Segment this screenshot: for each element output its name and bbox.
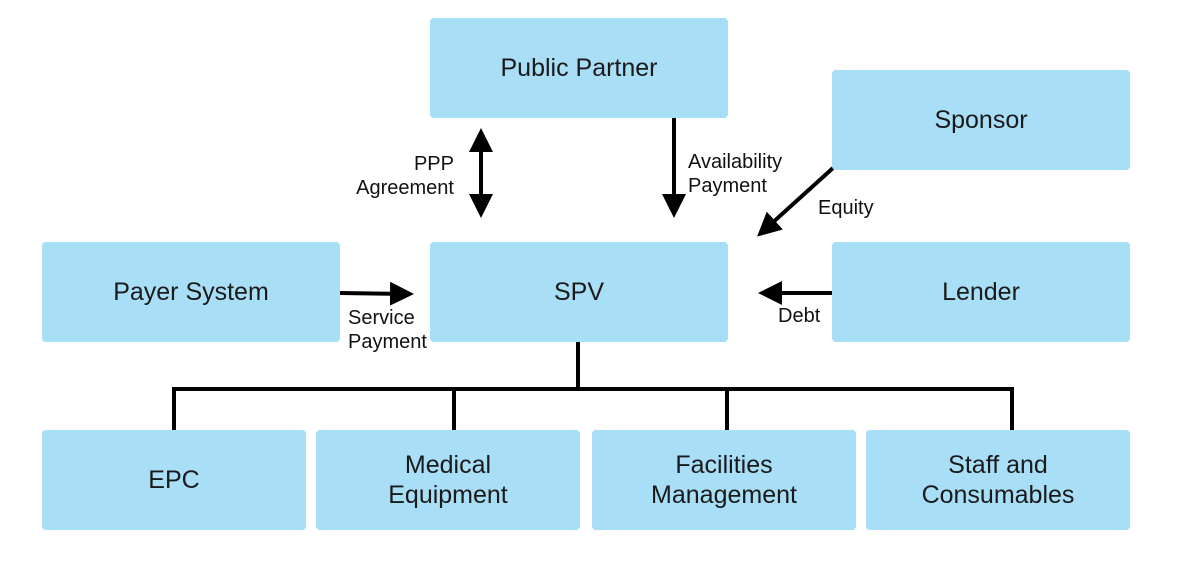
label-line: Payment [688, 175, 767, 197]
node-label-line: Consumables [921, 481, 1075, 509]
subcontractor-tree [172, 342, 1014, 431]
label-line: PPP [413, 153, 454, 175]
node-lender: Lender [832, 242, 1130, 342]
label-line: Agreement [356, 177, 454, 199]
node-spv: SPV [430, 242, 728, 342]
label-equity: Equity [818, 197, 874, 219]
node-label-line: Facilities [675, 451, 773, 479]
label-line: Payment [348, 331, 427, 353]
label-debt: Debt [778, 305, 821, 327]
node-label: Sponsor [934, 106, 1028, 134]
node-label-line: Equipment [388, 481, 508, 509]
node-label: Public Partner [500, 54, 658, 82]
equity-arrow [757, 166, 835, 237]
node-label: EPC [148, 466, 200, 494]
node-label-line: Medical [404, 451, 492, 479]
node-sponsor: Sponsor [832, 70, 1130, 170]
label-line: Availability [688, 151, 783, 173]
node-label: SPV [553, 278, 605, 306]
service-payment-arrow [339, 281, 414, 306]
node-label-line: Staff and [948, 451, 1048, 479]
node-public-partner: Public Partner [430, 18, 728, 118]
label-line: Service [348, 307, 415, 329]
node-label: Payer System [113, 278, 269, 306]
node-label: Lender [942, 278, 1020, 306]
node-payer-system: Payer System [42, 242, 340, 342]
node-label-line: Management [651, 481, 797, 509]
node-epc: EPC [42, 430, 306, 530]
